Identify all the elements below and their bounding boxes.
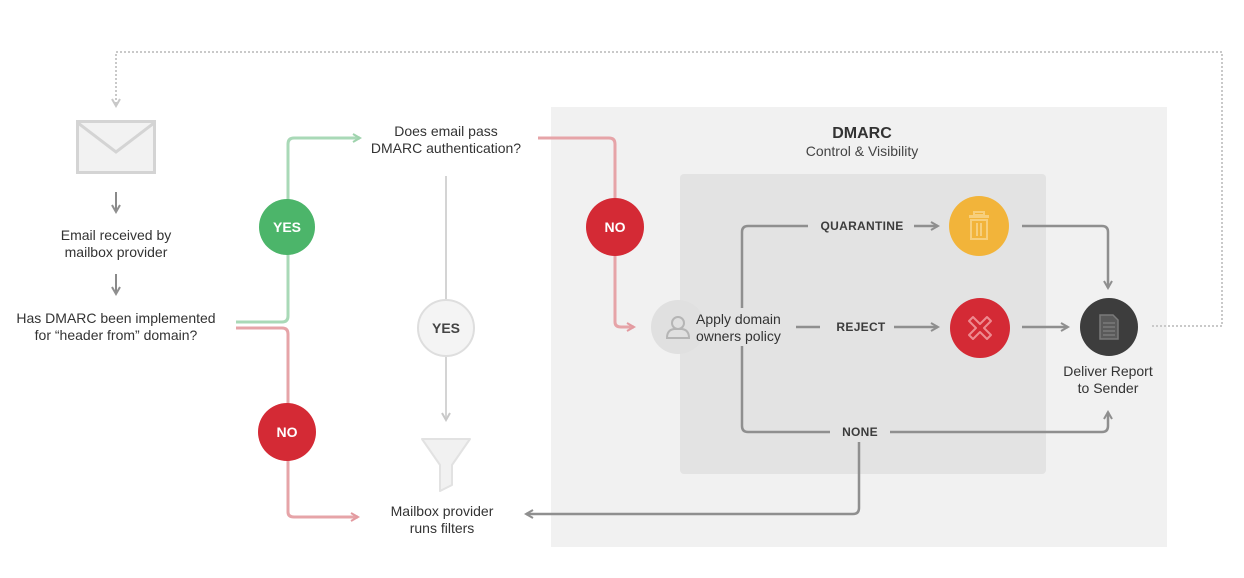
email-received-line2: mailbox provider [64, 244, 168, 260]
no-pass-badge: NO [586, 198, 644, 256]
apply-policy-line2: owners policy [696, 328, 781, 344]
quarantine-circle [949, 196, 1009, 256]
dmarc-title: DMARC [832, 125, 892, 142]
has-dmarc-line1: Has DMARC been implemented [16, 310, 216, 326]
user-icon [665, 316, 691, 339]
yes-pass-badge: YES [417, 299, 475, 357]
no-implemented-badge: NO [258, 403, 316, 461]
reject-circle [950, 298, 1010, 358]
x-icon [968, 316, 992, 340]
dmarc-subtitle: Control & Visibility [805, 143, 919, 159]
none-branch-line [740, 346, 830, 434]
reject-label: REJECT [836, 320, 886, 334]
deliver-report-line2: to Sender [1077, 380, 1139, 396]
apply-policy-label: Apply domain owners policy [696, 311, 792, 345]
quarantine-to-report-line [1022, 224, 1108, 288]
email-received-label: Email received by mailbox provider [30, 227, 202, 261]
filters-line1: Mailbox provider [390, 503, 494, 519]
filters-label: Mailbox provider runs filters [370, 503, 514, 537]
dmarc-title-block: DMARC Control & Visibility [762, 125, 962, 160]
has-dmarc-line2: for “header from” domain? [34, 327, 198, 343]
pass-auth-line1: Does email pass [394, 123, 498, 139]
email-received-line1: Email received by [60, 227, 172, 243]
deliver-report-line1: Deliver Report [1063, 363, 1153, 379]
yes-implemented-badge: YES [259, 199, 315, 255]
has-dmarc-question: Has DMARC been implemented for “header f… [0, 310, 232, 344]
none-to-filters-line [526, 442, 861, 514]
none-to-report-line [890, 412, 1108, 434]
quarantine-branch-line [740, 224, 808, 308]
report-circle [1080, 298, 1138, 356]
user-icon-circle [651, 300, 705, 354]
pass-auth-question: Does email pass DMARC authentication? [360, 123, 532, 157]
trash-icon [969, 211, 989, 240]
funnel-icon [420, 437, 472, 498]
filters-line2: runs filters [409, 520, 475, 536]
deliver-report-label: Deliver Report to Sender [1048, 363, 1168, 397]
envelope-icon [76, 120, 156, 179]
none-label: NONE [842, 425, 878, 439]
apply-policy-line1: Apply domain [696, 311, 781, 327]
document-icon [1099, 314, 1119, 340]
pass-auth-line2: DMARC authentication? [370, 140, 522, 156]
quarantine-label: QUARANTINE [820, 219, 904, 233]
feedback-loop-line [116, 51, 1223, 327]
